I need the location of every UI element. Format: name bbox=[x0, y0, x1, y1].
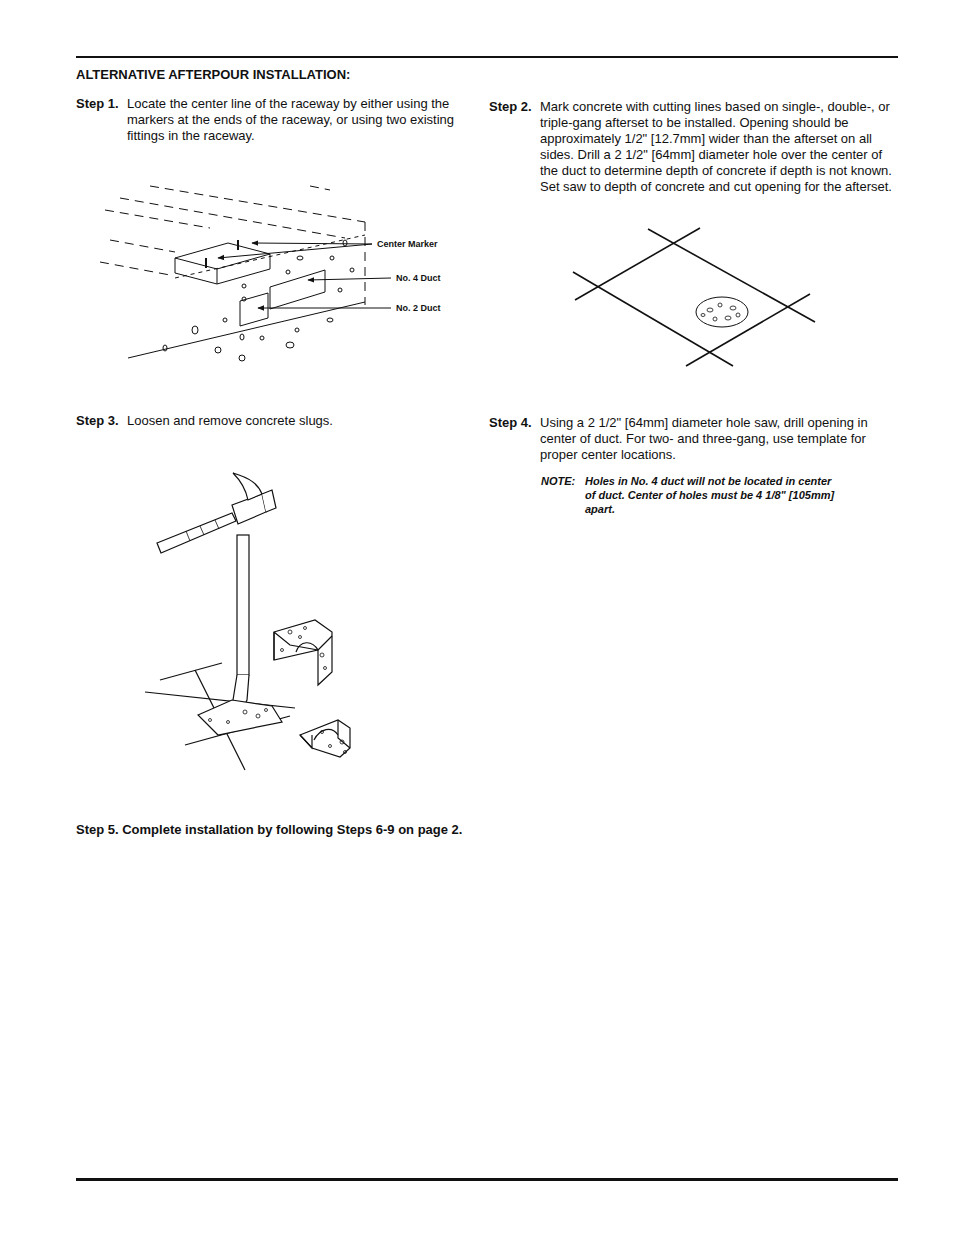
step-number: Step 2. bbox=[489, 99, 532, 115]
callout-label: No. 4 Duct bbox=[395, 273, 442, 284]
step-number: Step 1. bbox=[76, 96, 119, 112]
step-text: Locate the center line of the raceway by… bbox=[127, 96, 459, 144]
step-text: Using a 2 1/2" [64mm] diameter hole saw,… bbox=[540, 415, 900, 463]
step-text: Mark concrete with cutting lines based o… bbox=[540, 99, 898, 195]
step-number: Step 4. bbox=[489, 415, 532, 431]
callout-label: Center Marker bbox=[376, 239, 439, 250]
step-number: Step 3. bbox=[76, 413, 119, 429]
slab-figure bbox=[100, 186, 391, 361]
page-rules bbox=[76, 56, 898, 1181]
note-text: Holes in No. 4 duct will not be located … bbox=[585, 474, 835, 516]
hammer-chisel-figure bbox=[145, 473, 350, 770]
page-title: ALTERNATIVE AFTERPOUR INSTALLATION: bbox=[76, 67, 350, 83]
callout-label: No. 2 Duct bbox=[395, 303, 442, 314]
step-text: Step 5. Complete installation by followi… bbox=[76, 822, 462, 838]
note-label: NOTE: bbox=[541, 474, 575, 488]
cutting-lines-figure bbox=[573, 228, 815, 366]
step-text: Loosen and remove concrete slugs. bbox=[127, 413, 427, 429]
